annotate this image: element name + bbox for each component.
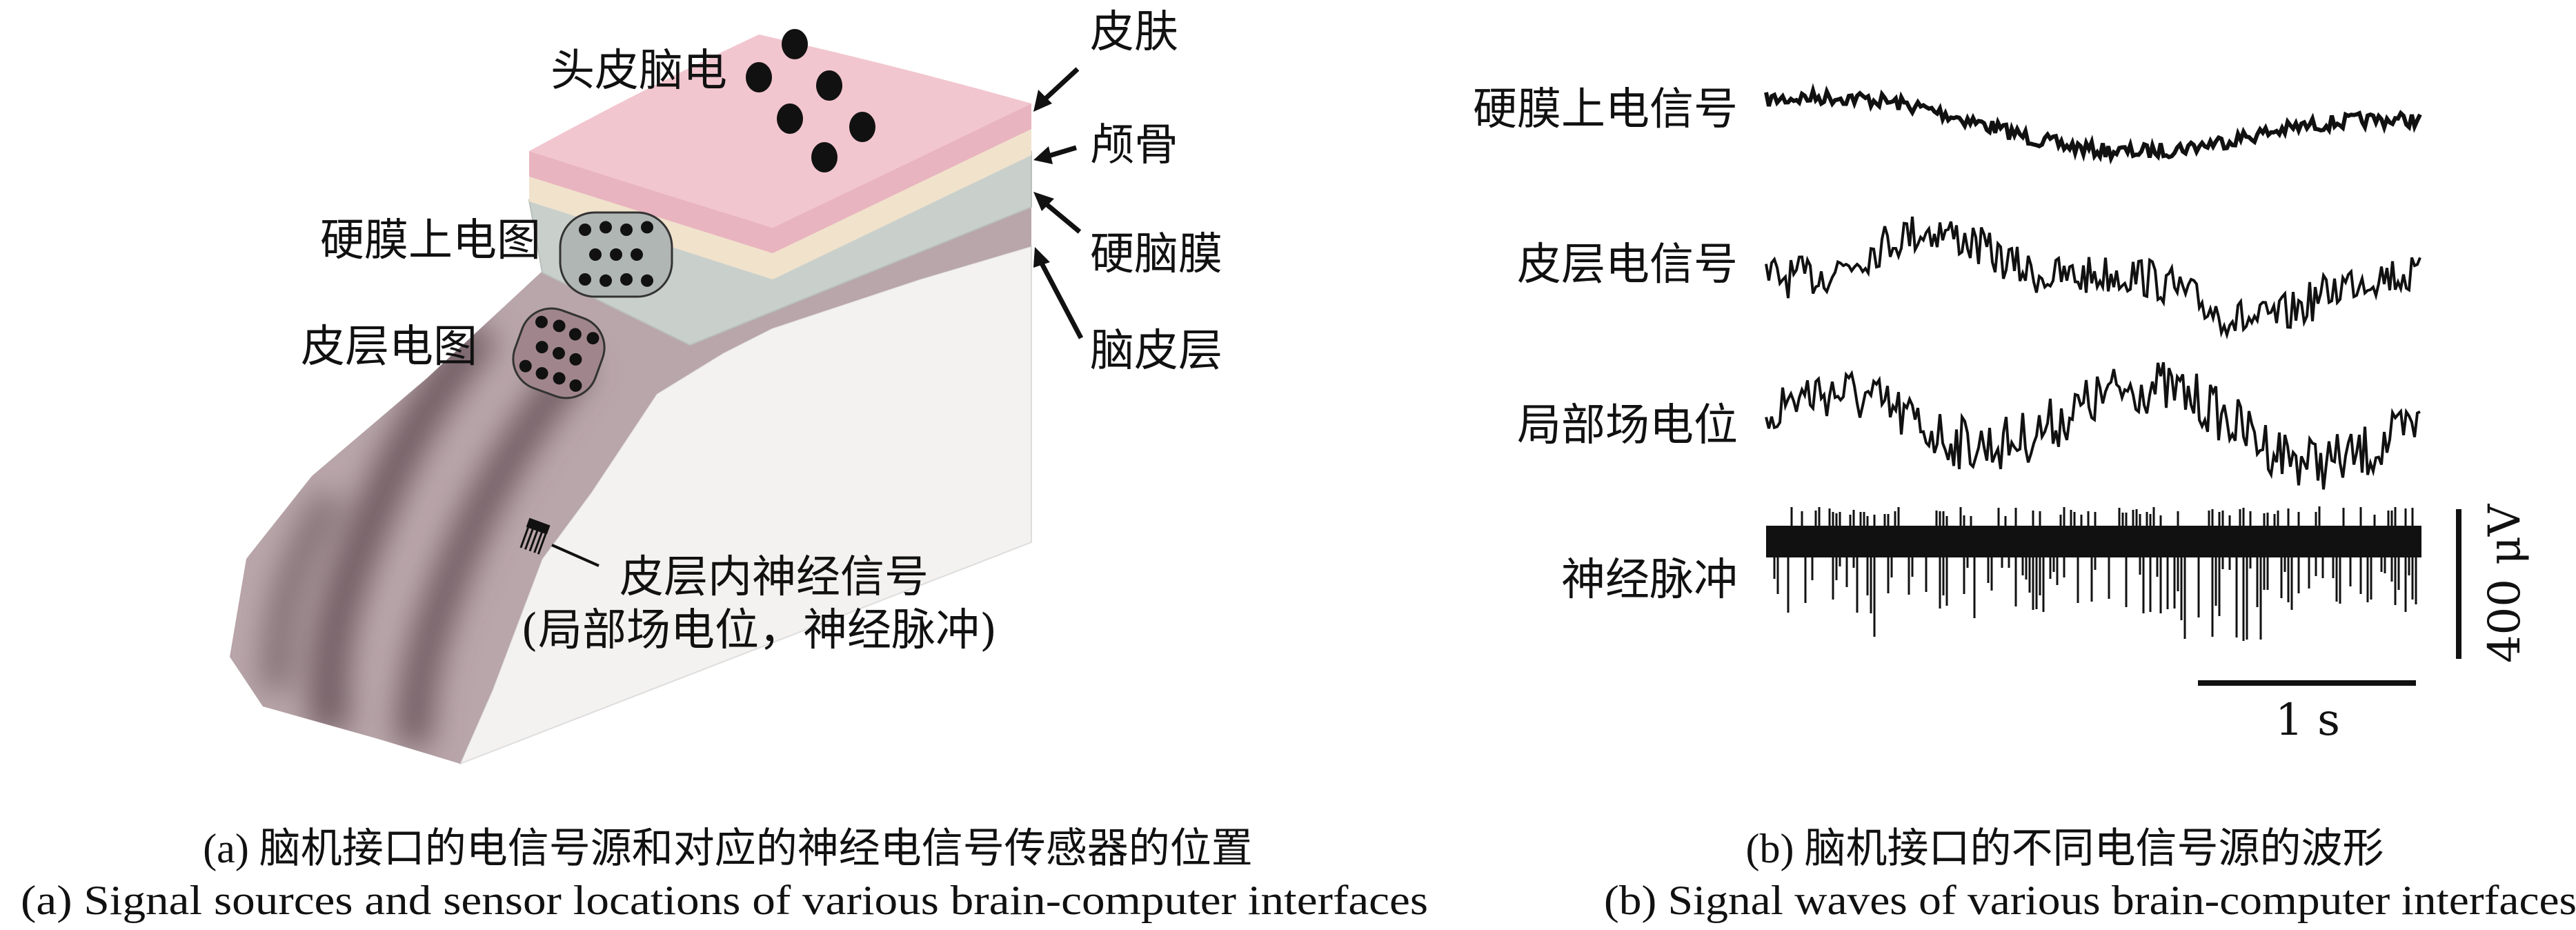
cortex-sulci-shading [262, 319, 593, 746]
electrode-dot [610, 248, 622, 261]
label-intracortical-detail: (局部场电位，神经脉冲) [521, 605, 997, 656]
electrode-dot [553, 319, 566, 333]
ecog-array [512, 307, 606, 399]
trace-label-spikes: 神经脉冲 [1561, 555, 1738, 606]
electrode-dot [553, 347, 565, 359]
electrode-dot [620, 273, 633, 286]
label-epidural-ecog: 硬膜上电图 [320, 215, 541, 266]
electrode-dot [535, 315, 548, 328]
electrode-dot [579, 273, 591, 286]
layer-arrows [1033, 67, 1084, 339]
electrode-dot [569, 353, 582, 366]
electrode-dot [589, 248, 602, 261]
electrode-dot [579, 224, 591, 236]
caption-a-en: (a) Signal sources and sensor locations … [21, 878, 1428, 923]
label-skull: 颅骨 [1090, 120, 1178, 171]
electrode-dot [535, 367, 548, 380]
trace-epidural-signal [1764, 83, 2422, 165]
microelectrode-icon [519, 517, 551, 555]
label-skin: 皮肤 [1090, 7, 1178, 58]
electrode-dot [586, 332, 600, 345]
scale-label-time: 1 s [2275, 695, 2340, 746]
trace-label-ecog: 皮层电信号 [1517, 239, 1738, 290]
label-intracortical: 皮层内神经信号 [620, 552, 929, 603]
electrode-dot [519, 359, 532, 373]
electrode-dot [568, 328, 582, 341]
electrode-dot [641, 221, 653, 234]
caption-b-en: (b) Signal waves of various brain-comput… [1604, 878, 2576, 923]
scale-label-voltage: 400 μV [2479, 503, 2530, 663]
skin-top [529, 34, 1031, 228]
skin-side [529, 103, 1031, 253]
brain-layers-diagram: 头皮脑电 皮肤 颅骨 硬脑膜 脑皮层 硬膜上电图 皮层电图 皮层内神经信号 (局… [21, 7, 1428, 923]
electrode-dot [641, 274, 653, 287]
electrode-dot [600, 274, 612, 287]
electrode-dot [535, 341, 548, 354]
trace-lfp-signal [1765, 362, 2421, 490]
microelectrode-pointer [551, 544, 600, 567]
trace-label-epidural: 硬膜上电信号 [1473, 84, 1738, 135]
label-dura: 硬脑膜 [1090, 229, 1222, 280]
label-cortex: 脑皮层 [1090, 326, 1222, 377]
electrode-dot [600, 221, 612, 234]
trace-ecog-signal [1765, 216, 2421, 340]
epidural-ecog-array [559, 211, 673, 298]
caption-a-cn: (a) 脑机接口的电信号源和对应的神经电信号传感器的位置 [203, 826, 1253, 871]
waveforms-panel: 硬膜上电信号 皮层电信号 局部场电位 神经脉冲 400 μV 1 s (b) 脑… [1473, 83, 2576, 923]
caption-b-cn: (b) 脑机接口的不同电信号源的波形 [1746, 826, 2384, 871]
electrode-dot [620, 224, 633, 236]
scalp-eeg-electrodes [746, 29, 875, 172]
electrode-dot [569, 379, 582, 392]
label-ecog: 皮层电图 [301, 321, 477, 373]
trace-label-lfp: 局部场电位 [1517, 400, 1738, 451]
electrode-dot [631, 248, 643, 261]
electrode-dot [553, 372, 566, 385]
label-scalp-eeg: 头皮脑电 [551, 46, 727, 97]
trace-spike-train [1773, 506, 2417, 641]
